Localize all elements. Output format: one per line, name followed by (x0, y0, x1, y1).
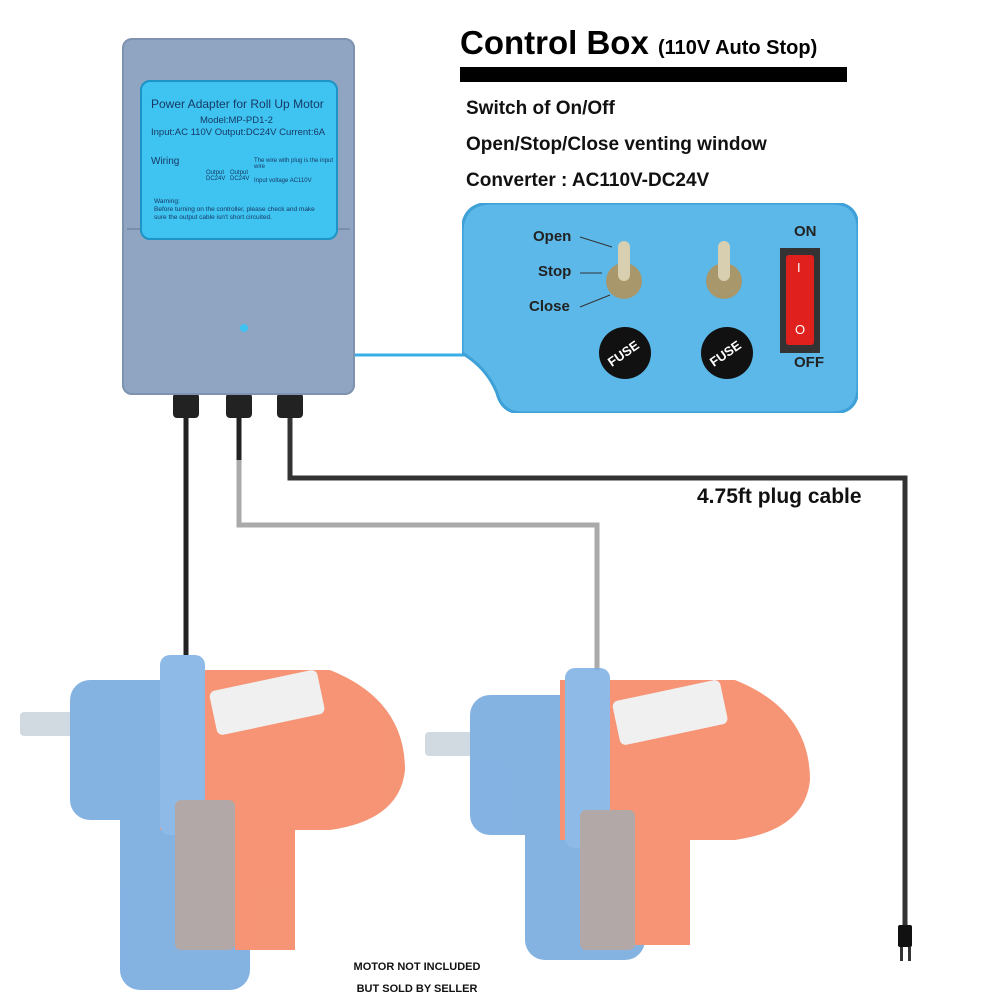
page-title: Control Box (110V Auto Stop) (460, 24, 817, 62)
title-text: Control Box (460, 24, 649, 61)
footer-line-2: BUT SOLD BY SELLER (356, 983, 478, 995)
label-open: Open (533, 228, 572, 245)
feature-3: Converter : AC110V-DC24V (466, 170, 710, 191)
label-specs: Input:AC 110V Output:DC24V Current:6A (151, 127, 326, 138)
title-subtitle: (110V Auto Stop) (658, 37, 818, 59)
label-output-1: Output DC24V (206, 170, 226, 182)
switch-panel (462, 203, 858, 413)
label-stop: Stop (538, 263, 572, 280)
label-input-voltage: Input voltage AC110V (254, 178, 312, 184)
rocker-on-mark: I (797, 260, 801, 275)
plug-cable (287, 400, 908, 930)
motor-right (425, 668, 810, 960)
label-title: Power Adapter for Roll Up Motor (151, 97, 324, 111)
warning-text: Before turning on the controller, please… (154, 206, 315, 221)
label-on: ON (794, 223, 817, 240)
fuse-holder-1 (599, 327, 651, 379)
output-cable-2 (236, 400, 600, 670)
toggle-switch-2 (706, 241, 742, 299)
label-model: Model:MP-PD1-2 (200, 115, 273, 126)
label-input-note: The wire with plug is the input wire (254, 158, 334, 170)
cable-label: 4.75ft plug cable (697, 485, 862, 508)
label-warning: Warning:Before turning on the controller… (154, 198, 329, 222)
label-output-2: Output DC24V (230, 170, 250, 182)
rocker-switch (780, 248, 820, 353)
fuse-holder-2 (701, 327, 753, 379)
rocker-off-mark: O (795, 322, 806, 337)
label-off: OFF (794, 354, 824, 371)
title-underline (460, 67, 847, 82)
label-wiring: Wiring (151, 156, 180, 167)
motor-left (20, 655, 405, 990)
feature-1: Switch of On/Off (466, 98, 615, 119)
footer-line-1: MOTOR NOT INCLUDED (353, 961, 481, 973)
label-close: Close (529, 298, 570, 315)
warning-heading: Warning: (154, 198, 180, 205)
indicator-light (240, 324, 248, 332)
feature-2: Open/Stop/Close venting window (466, 134, 767, 155)
plug-icon (898, 925, 912, 961)
device-label: Power Adapter for Roll Up Motor Model:MP… (140, 80, 338, 240)
toggle-switch-open-stop-close (606, 241, 642, 299)
